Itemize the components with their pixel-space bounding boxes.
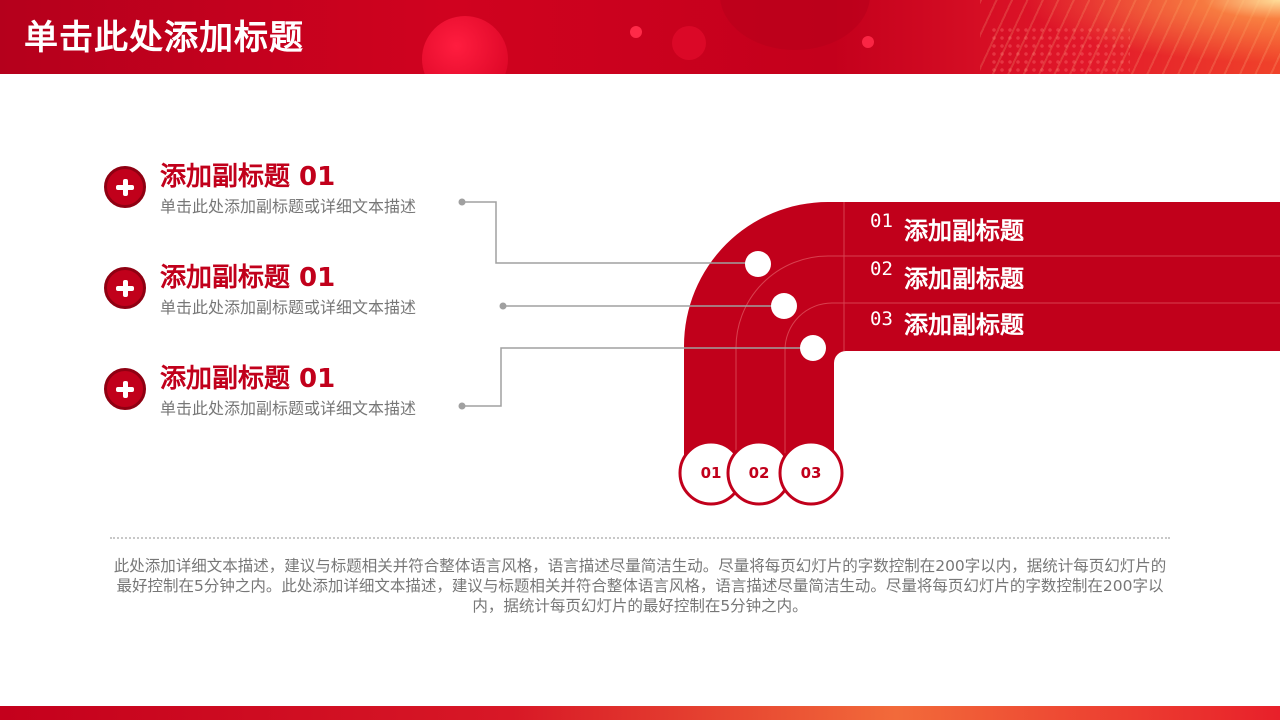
plus-icon [104, 267, 146, 309]
tab-label[interactable]: 添加副标题 [904, 265, 1024, 293]
plus-icon [104, 368, 146, 410]
plus-icon [104, 166, 146, 208]
slide-title[interactable]: 单击此处添加标题 [24, 18, 304, 58]
dotted-divider [110, 537, 1170, 539]
list-item[interactable]: 添加副标题 01 单击此处添加副标题或详细文本描述 [104, 362, 524, 432]
node-circle-2 [771, 293, 797, 319]
header-banner: 单击此处添加标题 [0, 0, 1280, 74]
decor-bubble [672, 26, 706, 60]
decor-bubble [422, 16, 508, 74]
node-circle-3 [800, 335, 826, 361]
item-desc: 单击此处添加副标题或详细文本描述 [160, 298, 417, 317]
list-item[interactable]: 添加副标题 01 单击此处添加副标题或详细文本描述 [104, 261, 524, 331]
decor-bubble [630, 26, 642, 38]
circle-number: 03 [800, 464, 822, 482]
circle-number: 02 [748, 464, 770, 482]
item-title: 添加副标题 01 [160, 162, 336, 192]
tab-number: 01 [870, 210, 893, 232]
band-divider [784, 302, 1280, 472]
footer-banner [0, 706, 1280, 720]
item-desc: 单击此处添加副标题或详细文本描述 [160, 399, 417, 418]
node-circle-1 [745, 251, 771, 277]
tab-label[interactable]: 添加副标题 [904, 311, 1024, 339]
body-paragraph[interactable]: 此处添加详细文本描述，建议与标题相关并符合整体语言风格，语言描述尽量简洁生动。尽… [113, 557, 1167, 615]
decor-bubble [720, 0, 870, 50]
tab-label[interactable]: 添加副标题 [904, 217, 1024, 245]
list-item[interactable]: 添加副标题 01 单击此处添加副标题或详细文本描述 [104, 160, 524, 230]
item-title: 添加副标题 01 [160, 263, 336, 293]
circle-number: 01 [700, 464, 722, 482]
decor-bubble [862, 36, 874, 48]
tab-number: 02 [870, 258, 893, 280]
item-title: 添加副标题 01 [160, 364, 336, 394]
tab-number: 03 [870, 308, 893, 330]
decor-light-rays [980, 0, 1280, 74]
item-desc: 单击此处添加副标题或详细文本描述 [160, 197, 417, 216]
